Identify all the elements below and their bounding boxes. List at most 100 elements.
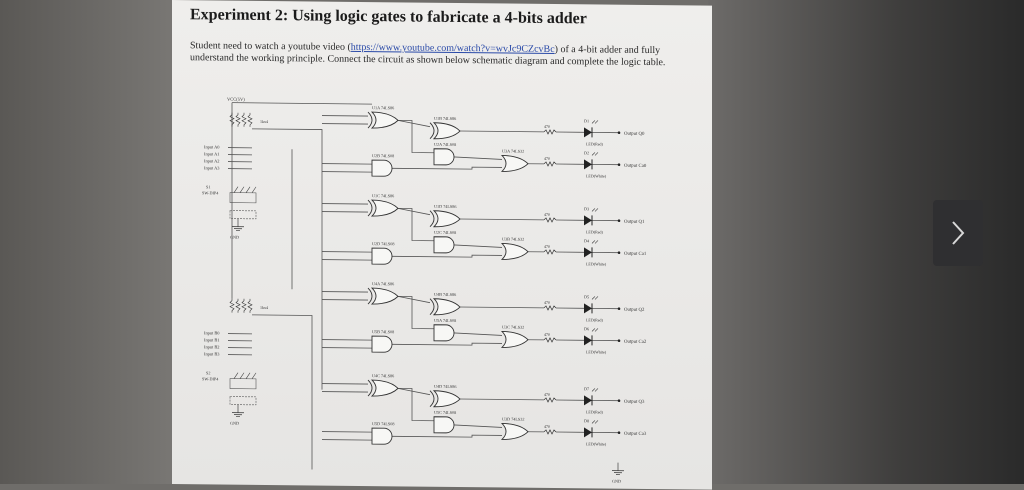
resistor-label: 470 — [544, 392, 550, 397]
led-diode — [584, 335, 592, 345]
or-gate: U3A 74LS32 — [502, 148, 528, 171]
gate-label: U1C 74LS86 — [372, 193, 394, 198]
gate-label: U2A 74LS08 — [434, 142, 456, 147]
wire — [460, 219, 544, 220]
xor-gate-arc — [368, 288, 372, 304]
led-label: LED(White) — [586, 349, 607, 354]
wire — [232, 103, 372, 104]
wire — [322, 340, 372, 341]
led-light-arrows — [592, 296, 598, 299]
next-page-button[interactable] — [933, 200, 983, 266]
led-ref: D3 — [584, 206, 589, 211]
switch-ref: S1 — [206, 184, 210, 189]
resistor-label: 470 — [544, 124, 550, 129]
wire — [460, 307, 544, 308]
gate-label: U4B 74LS86 — [434, 292, 456, 297]
led-label: LED(Red) — [586, 409, 604, 414]
or-gate: U3C 74LS32 — [502, 324, 528, 347]
output-label: Output Q3 — [624, 400, 645, 405]
led-ref: D5 — [584, 294, 589, 299]
output-node — [618, 131, 621, 134]
wire — [454, 425, 502, 428]
led-label: LED(Red) — [586, 229, 604, 234]
xor-gate: U1C 74LS86 — [368, 193, 398, 216]
and-gate: U5C 74LS08 — [434, 410, 456, 433]
page-title: Experiment 2: Using logic gates to fabri… — [190, 6, 587, 28]
gate-label: U4A 74LS86 — [372, 281, 394, 286]
gate-label: U1D 74LS86 — [434, 204, 456, 209]
resistor-pack-label: 1kx4 — [260, 305, 268, 310]
or-gate: U3D 74LS32 — [502, 416, 528, 439]
led-diode — [584, 159, 592, 169]
led-diode — [584, 247, 592, 257]
vcc-label: VCC(5V) — [227, 97, 245, 102]
intro-text-before: Student need to watch a youtube video ( — [190, 40, 351, 53]
led-light-arrows — [592, 208, 598, 211]
resistor-470 — [544, 162, 556, 166]
wire — [460, 399, 544, 400]
wire — [322, 172, 372, 173]
gate-label: U5D 74LS08 — [372, 421, 394, 426]
pullup-resistor — [248, 299, 252, 313]
led-ref: D1 — [584, 118, 589, 123]
xor-gate: U4A 74LS86 — [368, 281, 398, 304]
youtube-link[interactable]: https://www.youtube.com/watch?v=wvJc9CZc… — [351, 42, 555, 55]
resistor-470 — [544, 398, 556, 402]
output-label: Output Ca1 — [624, 252, 647, 257]
led-light-arrows — [592, 152, 598, 155]
and-gate-body — [434, 149, 454, 165]
and-gate-body — [372, 248, 392, 264]
and-gate: U2B 74LS08 — [372, 153, 394, 176]
or-gate: U3B 74LS32 — [502, 236, 528, 259]
wire — [322, 440, 372, 441]
wire — [454, 245, 502, 248]
or-gate-body — [502, 155, 528, 171]
and-gate: U5B 74LS08 — [372, 329, 394, 352]
xor-gate: U1B 74LS86 — [430, 116, 460, 139]
switch-lever — [252, 187, 256, 193]
and-gate: U5D 74LS08 — [372, 421, 394, 444]
led-light-arrows — [592, 388, 598, 391]
switch-pins — [230, 397, 256, 405]
document-page: Experiment 2: Using logic gates to fabri… — [172, 0, 712, 490]
chevron-right-icon — [948, 218, 968, 248]
pullup-resistor — [248, 113, 252, 127]
gate-label: U3C 74LS32 — [502, 324, 524, 329]
gate-label: U5A 74LS08 — [434, 318, 456, 323]
led-label: LED(White) — [586, 441, 607, 446]
input-label: Input B0 — [204, 330, 220, 335]
output-node — [618, 251, 621, 254]
gate-label: U2D 74LS08 — [372, 241, 394, 246]
led-diode — [584, 215, 592, 225]
intro-paragraph: Student need to watch a youtube video (h… — [190, 40, 670, 69]
wire — [322, 432, 372, 433]
switch-lever — [246, 187, 250, 193]
led-label: LED(Red) — [586, 141, 604, 146]
gate-label: U2C 74LS08 — [434, 230, 456, 235]
schematic-wires — [228, 103, 619, 473]
and-gate: U2D 74LS08 — [372, 241, 394, 264]
output-label: Output Q0 — [624, 132, 645, 137]
output-label: Output Q1 — [624, 220, 645, 225]
wire — [252, 129, 322, 390]
switch-lever — [240, 373, 244, 379]
xor-gate-arc — [430, 123, 434, 139]
resistor-label: 470 — [544, 300, 550, 305]
xor-gate-body — [434, 391, 460, 407]
switch-lever — [234, 373, 238, 379]
output-node — [618, 339, 621, 342]
and-gate-body — [434, 417, 454, 433]
resistor-label: 470 — [544, 424, 550, 429]
wire — [398, 120, 430, 126]
resistor-pack-label: 1kx4 — [260, 119, 268, 124]
xor-gate: U1A 74LS86 — [368, 105, 398, 128]
gate-label: U5C 74LS08 — [434, 410, 456, 415]
wire — [398, 388, 430, 394]
ground-symbol — [232, 227, 244, 231]
wire — [460, 131, 544, 132]
gate-label: U2B 74LS08 — [372, 153, 394, 158]
wire — [398, 208, 430, 214]
xor-gate-arc — [430, 299, 434, 315]
output-label: Output Ca0 — [624, 164, 647, 169]
